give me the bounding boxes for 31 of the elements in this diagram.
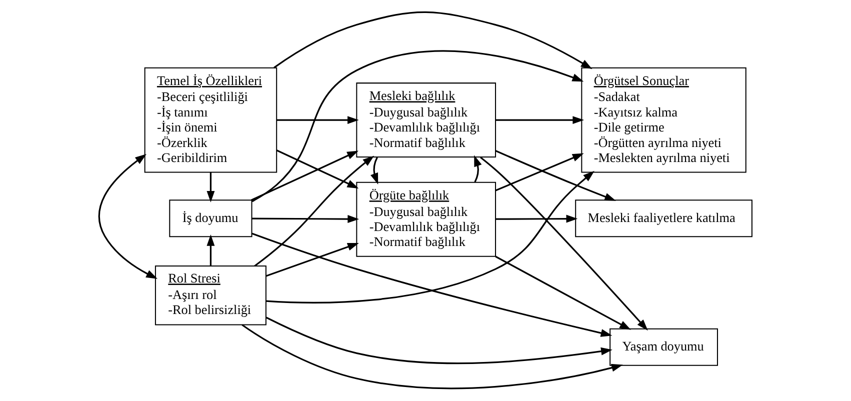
arrow [495,153,584,192]
arrow [266,242,359,277]
arrow [266,316,612,364]
arrow [474,155,482,182]
arrow [480,156,648,331]
arrow [274,11,592,70]
arrow [495,256,631,330]
arrow [98,154,158,279]
arrow [496,214,578,223]
node-box: Mesleki bağlılık -Duygusal bağlılık -Devamlılık bağlılığı -Normatif bağlılık [356,82,496,158]
node-box: Örgütsel Sonuçlar -Sadakat -Kayıtsız kalma -Dile getirme -Örgütten ayrılma niyeti -Meslekten ayrılma niyeti [581,67,746,173]
arrow [254,156,374,267]
node-box: Temel İş Özellikleri -Beceri çeşitliliği -İş tanımı -İşin önemi -Özerklik -Geribildirim [144,67,278,173]
arrow [276,150,359,188]
node-box: Rol Stresi -Aşırı rol -Rol belirsizliği [154,266,266,326]
node-box: Örgüte bağlılık -Duygusal bağlılık -Devamlılık bağlılığı -Normatif bağlılık [356,182,496,257]
node-box: Yaşam doyumu [610,328,718,366]
arrow [251,150,358,201]
arrow [495,150,616,201]
arrow [206,234,215,266]
arrow [252,232,612,337]
node-box: İş doyumu [169,200,252,238]
arrow [242,324,623,390]
arrow [370,157,378,184]
node-box: Mesleki faaliyetlere katılma [575,200,752,238]
arrow [266,170,594,304]
arrow [206,172,215,202]
arrow [276,116,359,124]
arrow [252,50,584,202]
arrow [252,215,360,223]
arrow [496,116,584,124]
